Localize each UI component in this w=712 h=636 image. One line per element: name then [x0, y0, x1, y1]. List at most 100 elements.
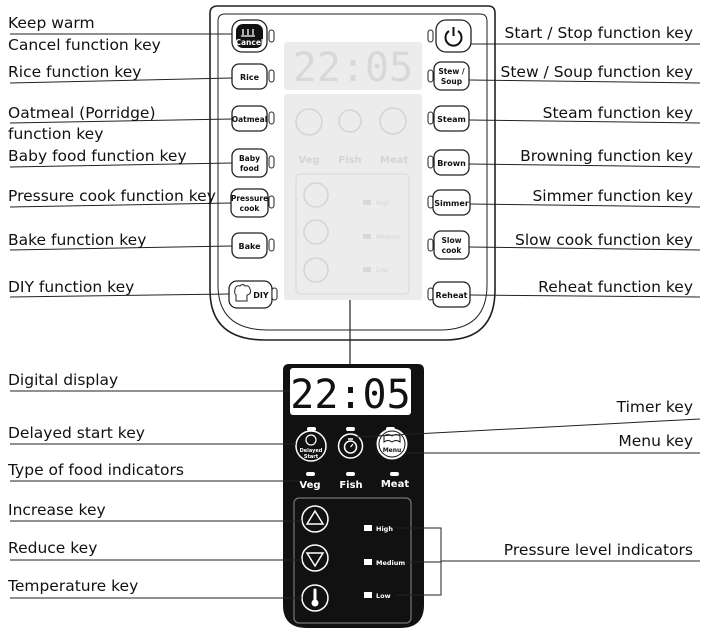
diy-led	[271, 287, 278, 301]
reheat-button-label: Reheat	[436, 291, 468, 300]
diy-button[interactable]: DIY	[228, 280, 273, 309]
simmer-button[interactable]: Simmer	[432, 189, 471, 216]
brown-led	[427, 155, 434, 169]
power-icon	[444, 30, 463, 47]
ghost-menu-icon	[379, 107, 407, 135]
bake-button[interactable]: Bake	[231, 232, 268, 259]
rice-led	[268, 69, 275, 83]
oatmeal-button[interactable]: Oatmeal	[231, 105, 268, 132]
ghost-medium-label: Medium	[376, 234, 400, 241]
start-stop-button[interactable]	[435, 19, 472, 53]
chef-hat-icon	[234, 284, 252, 302]
delayed-clock-icon	[305, 434, 317, 446]
reduce-button[interactable]	[301, 544, 329, 572]
stew-soup-button-label-2: Soup	[441, 77, 463, 86]
label-oatmeal-line2: function key	[8, 125, 104, 143]
diy-button-label: DIY	[253, 291, 269, 300]
rice-button-label: Rice	[240, 73, 260, 82]
cancel-button[interactable]: Cancel	[231, 19, 268, 53]
ghost-high-led	[363, 200, 371, 205]
label-steam-function-key: Steam function key	[542, 104, 693, 122]
stopwatch-hand	[350, 443, 354, 448]
steam-led	[427, 111, 434, 125]
delayed-start-label-2: Start	[304, 454, 319, 460]
label-cancel-function-key: Cancel function key	[8, 36, 161, 54]
oatmeal-led	[268, 111, 275, 125]
food-indicator-fish: Fish	[339, 480, 362, 491]
stopwatch-icon	[343, 440, 358, 454]
food-indicator-meat: Meat	[381, 479, 409, 490]
ghost-reduce-icon	[303, 219, 329, 245]
high-led	[364, 525, 372, 531]
steam-button-label: Steam	[437, 115, 466, 124]
stew-soup-button-label-1: Stew /	[438, 67, 465, 76]
reheat-led	[427, 287, 434, 301]
keep-warm-icon	[241, 29, 255, 37]
temperature-button[interactable]	[301, 584, 329, 612]
label-stew-soup-function-key: Stew / Soup function key	[500, 63, 694, 81]
ghost-increase-icon	[303, 182, 329, 208]
ghost-pressure-box	[295, 173, 410, 295]
label-slow-cook-function-key: Slow cook function key	[514, 231, 693, 249]
rice-button[interactable]: Rice	[231, 63, 268, 90]
label-menu-key: Menu key	[618, 432, 693, 450]
menu-button-label: Menu	[383, 447, 402, 454]
delayed-start-label-1: Delayed	[300, 448, 323, 454]
steam-button[interactable]: Steam	[433, 105, 470, 132]
increase-button[interactable]	[301, 505, 329, 533]
delayed-start-button[interactable]: Delayed Start	[295, 430, 327, 462]
stew-soup-button[interactable]: Stew / Soup	[433, 61, 470, 91]
ghost-controls	[284, 94, 422, 300]
delayed-start-led	[307, 427, 316, 431]
fish-led	[346, 472, 355, 476]
ghost-low-label: Low	[376, 267, 388, 274]
reheat-button[interactable]: Reheat	[432, 281, 471, 308]
label-start-stop-function-key: Start / Stop function key	[504, 24, 693, 42]
label-increase-key: Increase key	[8, 501, 106, 519]
ghost-display	[284, 42, 422, 90]
label-simmer-function-key: Simmer function key	[532, 187, 693, 205]
simmer-button-label: Simmer	[434, 199, 469, 208]
lower-leader-lines	[10, 390, 701, 599]
slow-cook-button-label-2: cook	[442, 246, 463, 255]
timer-button[interactable]	[337, 433, 364, 459]
ghost-food-veg: Veg	[298, 155, 319, 166]
digital-display-screen	[290, 368, 411, 415]
label-keep-warm: Keep warm	[8, 14, 95, 32]
label-pressure-level-indicators: Pressure level indicators	[503, 541, 693, 559]
label-browning-function-key: Browning function key	[520, 147, 693, 165]
label-oatmeal-line1: Oatmeal (Porridge)	[8, 104, 156, 122]
label-diy-function-key: DIY function key	[8, 278, 135, 296]
ghost-medium-led	[363, 234, 371, 239]
label-timer-key: Timer key	[616, 398, 693, 416]
timer-led	[346, 427, 355, 431]
brown-button[interactable]: Brown	[433, 149, 470, 176]
ghost-food-meat: Meat	[380, 155, 408, 166]
pressure-level-medium: Medium	[376, 559, 405, 567]
meat-led	[390, 472, 399, 476]
low-led	[364, 592, 372, 598]
ghost-high-label: High	[376, 200, 390, 207]
cancel-led	[268, 29, 275, 43]
label-temperature-key: Temperature key	[8, 577, 139, 595]
triangle-up-icon	[305, 509, 325, 525]
baby-food-button-label-2: food	[240, 164, 259, 173]
pressure-cook-button[interactable]: Pressure cook	[230, 188, 269, 218]
ghost-display-text: 22:05	[293, 45, 413, 91]
pressure-cook-led	[268, 195, 275, 209]
veg-led	[306, 472, 315, 476]
panel-inner-outline	[217, 13, 488, 331]
oatmeal-button-label: Oatmeal	[232, 115, 268, 124]
label-digital-display: Digital display	[8, 371, 119, 389]
stew-soup-led	[427, 69, 434, 83]
cancel-button-label: Cancel	[235, 38, 263, 47]
bake-led	[268, 238, 275, 252]
ghost-delayed-icon	[295, 108, 323, 136]
menu-button[interactable]: Menu	[376, 428, 408, 460]
baby-food-button-label-1: Baby	[239, 154, 260, 163]
baby-food-button[interactable]: Baby food	[231, 148, 268, 178]
slow-cook-button[interactable]: Slow cook	[433, 230, 470, 260]
pressure-level-high: High	[376, 525, 393, 533]
label-reduce-key: Reduce key	[8, 539, 98, 557]
